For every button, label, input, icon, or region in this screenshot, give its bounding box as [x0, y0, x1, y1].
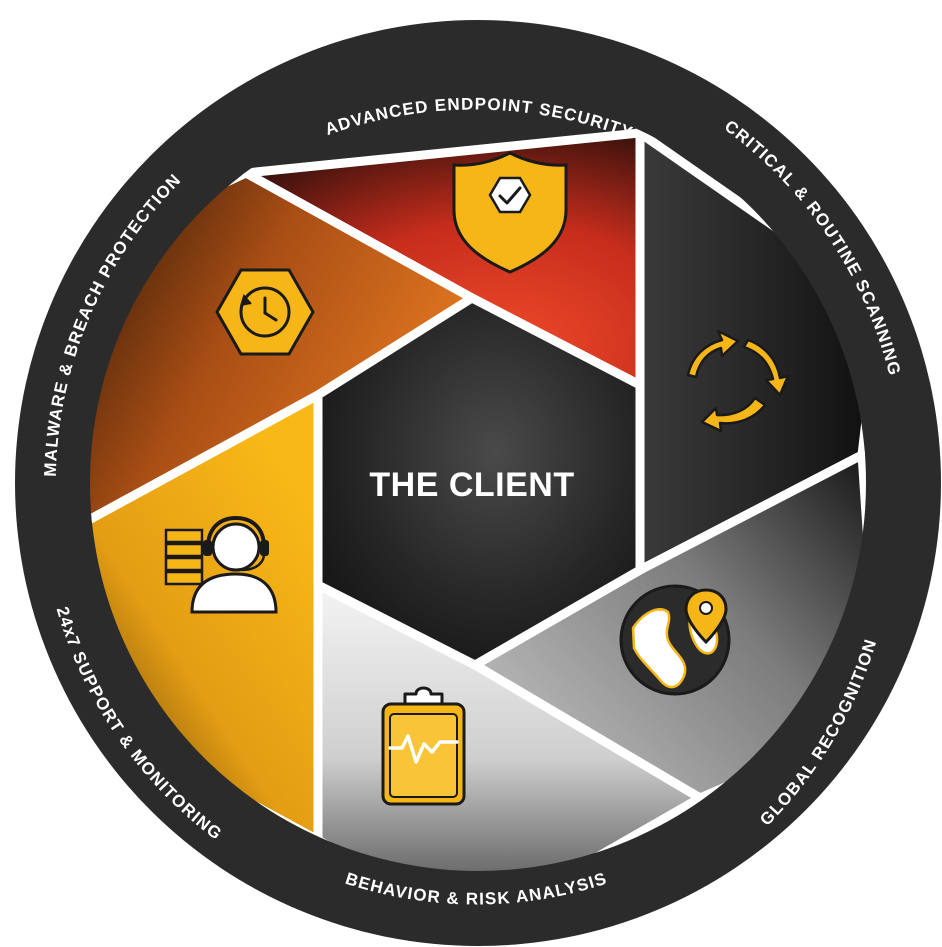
center-label: THE CLIENT	[369, 466, 574, 504]
refresh-cycle-icon	[686, 329, 790, 433]
center-hexagon	[313, 292, 645, 671]
globe-pin-icon	[619, 584, 731, 696]
clipboard-pulse-icon	[381, 686, 466, 806]
history-hexagon-icon	[215, 268, 315, 356]
headset-agent-icon	[164, 515, 278, 614]
shield-check-icon	[452, 151, 568, 274]
